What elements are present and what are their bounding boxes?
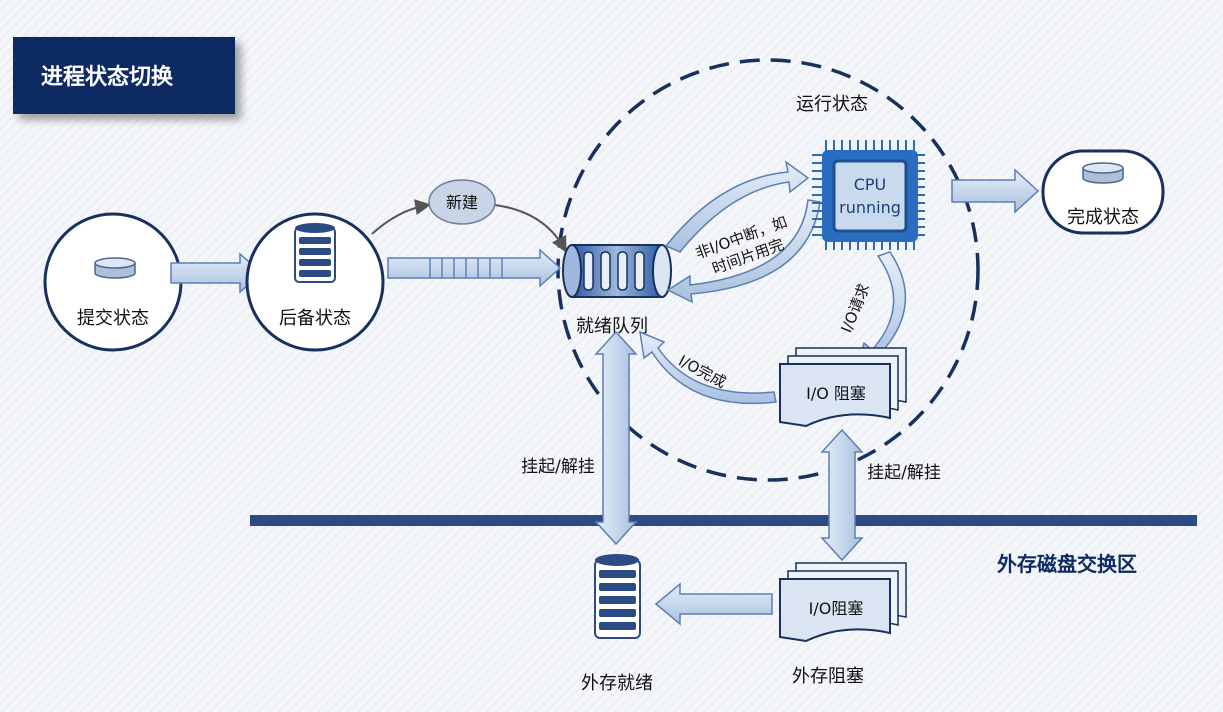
io-request-label: I/O请求 [837, 281, 873, 335]
interrupt-label: 非I/O中断，如 时间片用完 [693, 213, 790, 278]
io-block-label: I/O 阻塞 [806, 384, 866, 403]
external-block-label: 外存阻塞 [792, 666, 864, 687]
external-ready-label: 外存就绪 [581, 673, 653, 694]
external-ready-state: 外存就绪 [581, 554, 653, 694]
arrow-dispatch [664, 160, 810, 253]
disk-icon [94, 257, 136, 279]
arrow-cpu-to-done [951, 168, 1040, 214]
cpu-chip: CPU running [812, 140, 925, 250]
external-block-state: I/O阻塞 外存阻塞 [779, 562, 907, 687]
running-state-label: 运行状态 [796, 94, 868, 115]
submit-state-label: 提交状态 [77, 308, 149, 329]
suspend-label-right: 挂起/解挂 [867, 463, 941, 483]
cpu-running-label: running [839, 198, 901, 217]
disk-icon [1082, 162, 1124, 184]
arrow-io-done [639, 330, 777, 405]
submit-state: 提交状态 [43, 212, 183, 352]
suspend-label-left: 挂起/解挂 [521, 457, 595, 477]
done-state-label: 完成状态 [1067, 207, 1139, 228]
done-state: 完成状态 [1041, 149, 1165, 235]
backup-state: 后备状态 [245, 212, 385, 352]
job-queue-arrow [387, 248, 562, 288]
cpu-label: CPU [854, 175, 887, 194]
ready-queue: 就绪队列 [562, 244, 672, 337]
database-icon [294, 223, 336, 283]
arrow-suspend-ready [594, 330, 638, 546]
ready-queue-label: 就绪队列 [576, 316, 648, 337]
create-arrow-in [371, 199, 432, 235]
io-block-state: I/O 阻塞 [779, 347, 907, 428]
swap-area-label: 外存磁盘交换区 [997, 552, 1137, 576]
create-label: 新建 [446, 193, 478, 212]
title-banner: 进程状态切换 [13, 37, 235, 114]
arrow-ext-block-to-ext-ready [654, 582, 773, 626]
page-title: 进程状态切换 [41, 65, 174, 90]
arrow-interrupt [666, 199, 821, 304]
backup-state-label: 后备状态 [279, 308, 351, 329]
arrow-suspend-block [820, 428, 864, 562]
create-transition: 新建 [428, 179, 496, 225]
external-block-card-label: I/O阻塞 [809, 599, 864, 618]
create-arrow-out [494, 204, 567, 253]
swap-area-divider [250, 515, 1197, 526]
